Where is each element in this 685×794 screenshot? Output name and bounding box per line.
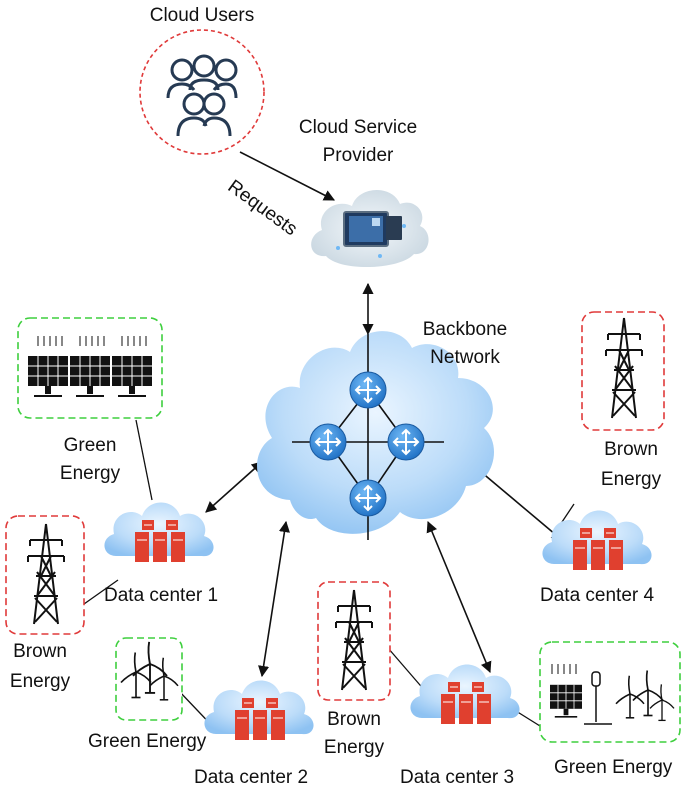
green-solar-label-line2: Energy — [59, 463, 121, 484]
backbone-label-line2: Network — [430, 347, 500, 368]
monitor-icon — [336, 211, 406, 258]
backbone-cloud — [257, 331, 495, 534]
brown-energy-right — [581, 311, 665, 431]
cloud-users-label: Cloud Users — [149, 5, 255, 26]
dc4-label: Data center 4 — [540, 585, 655, 606]
router-bottom-icon — [349, 479, 387, 517]
dc1-link — [205, 461, 263, 513]
dc3-link — [426, 520, 492, 674]
requests-arrow — [239, 151, 335, 201]
green-hybrid-label: Green Energy — [554, 757, 673, 778]
dc2-label: Data center 2 — [194, 767, 309, 788]
csp-label-line2: Provider — [322, 145, 394, 166]
cloud-service-provider-node — [311, 189, 429, 268]
dc4-link — [473, 465, 563, 541]
dc3-label: Data center 3 — [400, 767, 515, 788]
csp-label-line1: Cloud Service — [298, 117, 418, 138]
data-center-3 — [410, 664, 520, 725]
router-right-icon — [387, 423, 425, 461]
backbone-label-line1: Backbone — [422, 319, 508, 340]
data-center-2 — [204, 680, 314, 741]
green-solar-link — [135, 419, 153, 501]
brown-energy-middle — [317, 581, 391, 701]
router-top-icon — [349, 371, 387, 409]
dc1-label: Data center 1 — [104, 585, 219, 606]
brown-energy-left — [5, 515, 85, 635]
green-energy-wind — [115, 637, 183, 721]
data-center-1 — [104, 502, 214, 563]
brown-mid-label-line1: Brown — [327, 709, 381, 730]
brown-left-link — [83, 579, 119, 605]
cloud-users-circle — [139, 29, 265, 155]
users-icon — [166, 54, 238, 137]
green-energy-hybrid — [539, 641, 681, 743]
green-wind-label: Green Energy — [88, 731, 207, 752]
brown-right-label-line1: Brown — [604, 439, 658, 460]
router-left-icon — [309, 423, 347, 461]
backbone-network-node — [257, 331, 495, 540]
data-center-4 — [542, 510, 652, 571]
brown-left-label-line2: Energy — [9, 671, 71, 692]
lamp-post-icon — [584, 671, 612, 725]
green-solar-label-line1: Green — [63, 435, 117, 456]
brown-left-label-line1: Brown — [13, 641, 67, 662]
cloud-users-node — [139, 29, 265, 155]
dc2-link — [258, 520, 290, 678]
green-energy-solar — [17, 317, 163, 419]
brown-right-label-line2: Energy — [600, 469, 662, 490]
brown-mid-link — [387, 647, 427, 693]
brown-mid-label-line2: Energy — [323, 737, 385, 758]
